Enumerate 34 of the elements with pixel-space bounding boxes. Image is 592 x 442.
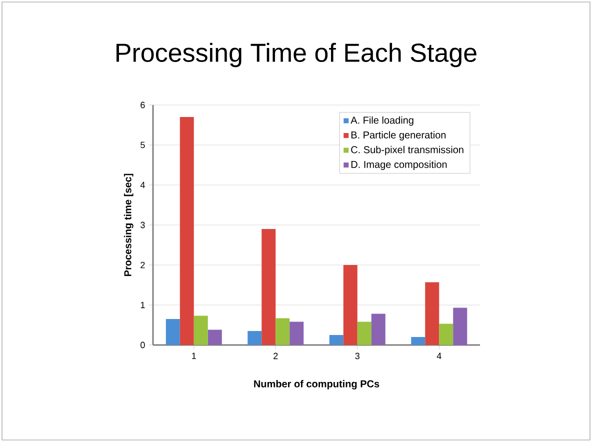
bar: [425, 282, 440, 345]
y-tick-label: 5: [140, 142, 145, 148]
x-tick-label: 3: [355, 352, 360, 360]
x-tick-label: 1: [192, 352, 196, 359]
x-tick-label: 4: [436, 352, 442, 359]
bar: [329, 335, 344, 345]
bar: [276, 318, 290, 345]
slide-title: Processing Time of Each Stage: [116, 42, 476, 68]
x-tick-label: 2: [274, 352, 278, 360]
bar: [357, 322, 372, 345]
bar: [180, 117, 194, 345]
bar: [194, 316, 208, 345]
bar: [343, 265, 358, 345]
y-tick-label: 0: [140, 342, 145, 348]
y-tick-label: 6: [140, 102, 145, 108]
y-tick-label: 3: [140, 222, 145, 228]
bar: [453, 308, 468, 345]
bar: [290, 322, 304, 345]
bar: [248, 330, 262, 345]
bar: [262, 229, 276, 345]
y-tick-label: 4: [140, 182, 145, 188]
bar: [208, 330, 222, 345]
bar: [411, 337, 426, 345]
bar: [166, 319, 180, 345]
legend-label: D. Image composition: [351, 160, 447, 170]
y-axis-title: Processing time [sec]: [124, 174, 134, 276]
legend-label: C. Sub-pixel transmission: [351, 146, 464, 156]
x-axis-title: Number of computing PCs: [254, 380, 380, 390]
y-tick-label: 2: [140, 262, 145, 268]
legend-label: B. Particle generation: [351, 131, 446, 140]
y-tick-label: 1: [140, 302, 145, 308]
bar: [439, 324, 454, 345]
legend-label: A. File loading: [350, 116, 414, 126]
bar: [371, 314, 386, 345]
